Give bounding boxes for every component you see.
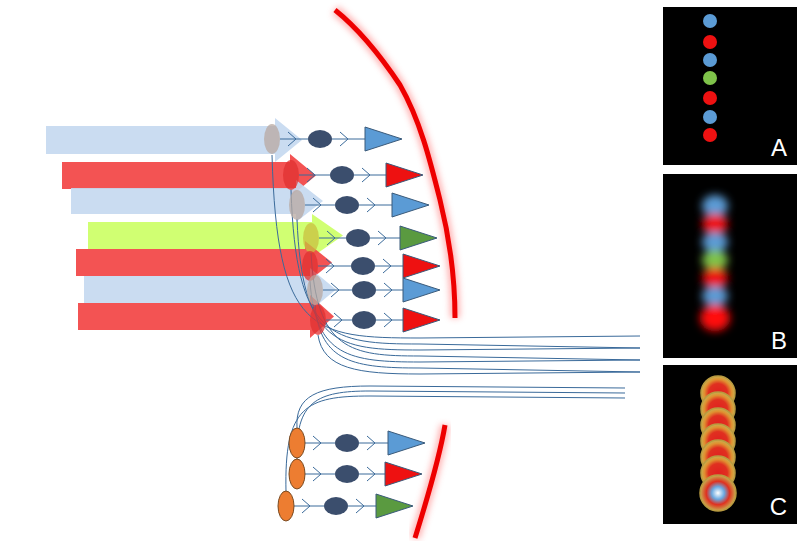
nerve-fiber <box>291 190 640 348</box>
nerve-fiber <box>310 281 640 362</box>
neuron-chain <box>289 459 422 489</box>
neuron-chain <box>264 124 402 154</box>
neuron-chain <box>289 190 429 220</box>
nerve-fiber <box>286 396 625 492</box>
nerve-fiber <box>311 252 640 360</box>
nerve-fiber <box>272 155 640 338</box>
neuron-chains <box>264 124 440 521</box>
nerve-fiber <box>297 391 625 460</box>
image-panel: A <box>663 7 797 165</box>
panel-letter: C <box>770 494 787 520</box>
neuron-chain <box>302 251 440 281</box>
nerve-fibers <box>272 155 640 492</box>
light-arrow <box>46 118 302 162</box>
panel-letter: B <box>771 328 787 354</box>
light-arrow <box>71 180 323 222</box>
neuron-chain <box>303 223 437 253</box>
neuron-chain <box>289 428 425 458</box>
neuron-chain <box>307 275 440 305</box>
image-panel: C <box>663 365 797 524</box>
nerve-fiber <box>297 219 640 350</box>
panel-letter: A <box>771 135 787 161</box>
neuron-chain <box>310 305 440 335</box>
nerve-fiber <box>315 305 640 372</box>
neuron-chain <box>283 160 423 190</box>
cortex-curve <box>335 10 455 538</box>
light-arrows <box>46 118 343 338</box>
image-panel: B <box>663 174 797 358</box>
light-arrow <box>78 295 334 338</box>
neuron-chain <box>278 491 413 521</box>
nerve-fiber <box>318 335 640 374</box>
